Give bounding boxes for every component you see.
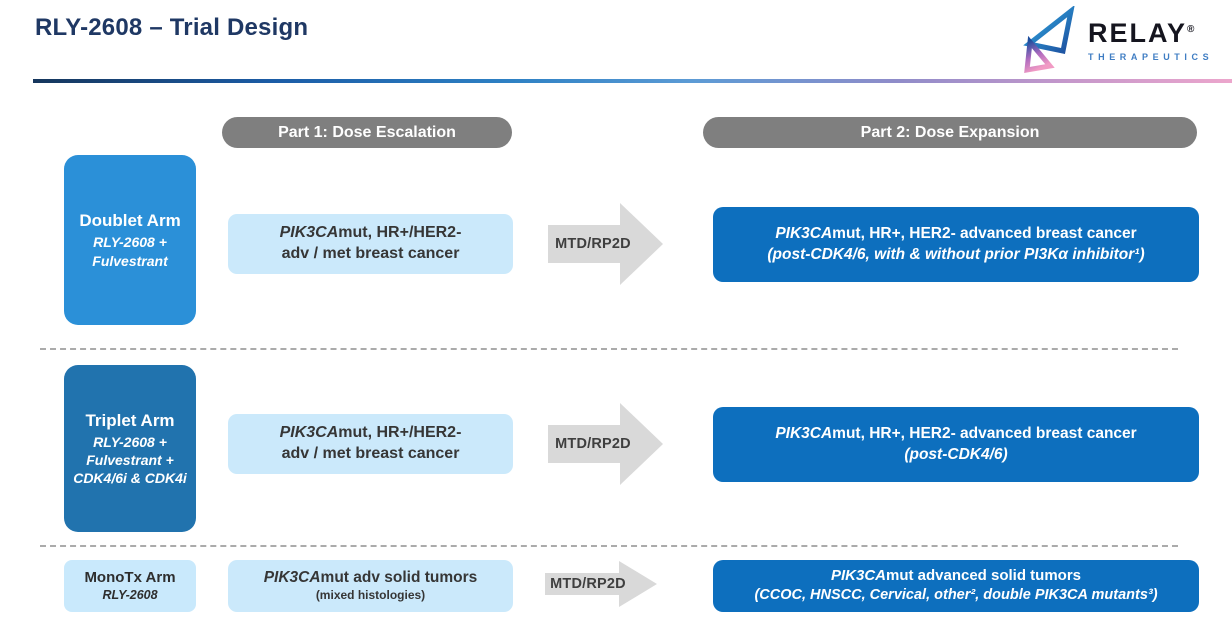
arm-box-monotx: MonoTx Arm RLY-2608	[64, 560, 196, 612]
arm-title: Doublet Arm	[79, 211, 181, 231]
registered-mark: ®	[1187, 24, 1195, 35]
expansion-line1: PIK3CAmut, HR+, HER2- advanced breast ca…	[775, 224, 1137, 242]
relay-logo-icon	[1023, 6, 1075, 74]
arm-subtitle: RLY-2608	[102, 588, 158, 603]
gradient-divider	[33, 79, 1232, 83]
expansion-box-triplet: PIK3CAmut, HR+, HER2- advanced breast ca…	[713, 407, 1199, 482]
right-arrow-icon	[545, 561, 657, 607]
right-arrow-icon	[548, 403, 663, 485]
expansion-line1: PIK3CAmut, HR+, HER2- advanced breast ca…	[775, 424, 1137, 442]
relay-logo: RELAY® THERAPEUTICS	[1012, 4, 1222, 74]
escalation-box-doublet: PIK3CAmut, HR+/HER2- adv / met breast ca…	[228, 214, 513, 274]
right-arrow-icon	[548, 203, 663, 285]
part2-dose-expansion-header: Part 2: Dose Expansion	[703, 117, 1197, 148]
expansion-line2: (CCOC, HNSCC, Cervical, other², double P…	[754, 586, 1158, 603]
expansion-box-doublet: PIK3CAmut, HR+, HER2- advanced breast ca…	[713, 207, 1199, 282]
page-title: RLY-2608 – Trial Design	[35, 14, 309, 41]
mtd-rp2d-arrow: MTD/RP2D	[548, 403, 663, 485]
dashed-separator	[40, 348, 1178, 350]
escalation-line1: PIK3CAmut, HR+/HER2-	[279, 424, 462, 442]
mtd-rp2d-arrow: MTD/RP2D	[545, 561, 657, 607]
relay-brand-name: RELAY®	[1088, 18, 1195, 48]
escalation-line2: adv / met breast cancer	[281, 245, 460, 262]
arm-subtitle: RLY-2608 + Fulvestrant	[92, 234, 168, 269]
arrow-label: MTD/RP2D	[550, 576, 626, 592]
part1-dose-escalation-header: Part 1: Dose Escalation	[222, 117, 512, 148]
expansion-line2: (post-CDK4/6, with & without prior PI3Kα…	[767, 246, 1145, 264]
expansion-line1: PIK3CAmut advanced solid tumors	[830, 567, 1082, 585]
arrow-label: MTD/RP2D	[555, 236, 631, 252]
escalation-line2: adv / met breast cancer	[281, 445, 460, 462]
mtd-rp2d-arrow: MTD/RP2D	[548, 203, 663, 285]
dashed-separator	[40, 545, 1178, 547]
arm-title: MonoTx Arm	[84, 568, 176, 586]
escalation-box-monotx: PIK3CAmut adv solid tumors (mixed histol…	[228, 560, 513, 612]
relay-brand-subtitle: THERAPEUTICS	[1088, 52, 1214, 62]
arm-box-doublet: Doublet Arm RLY-2608 + Fulvestrant	[64, 155, 196, 325]
escalation-line1: PIK3CAmut adv solid tumors	[263, 568, 478, 586]
expansion-box-monotx: PIK3CAmut advanced solid tumors (CCOC, H…	[713, 560, 1199, 612]
relay-logo-text: RELAY® THERAPEUTICS	[1088, 18, 1214, 63]
arm-box-triplet: Triplet Arm RLY-2608 + Fulvestrant + CDK…	[64, 365, 196, 532]
escalation-line1: PIK3CAmut, HR+/HER2-	[279, 224, 462, 242]
arm-subtitle: RLY-2608 + Fulvestrant + CDK4/6i & CDK4i	[73, 433, 187, 487]
escalation-line2: (mixed histologies)	[315, 587, 426, 602]
arrow-label: MTD/RP2D	[555, 436, 631, 452]
expansion-line2: (post-CDK4/6)	[904, 446, 1008, 464]
arm-title: Triplet Arm	[85, 410, 175, 430]
escalation-box-triplet: PIK3CAmut, HR+/HER2- adv / met breast ca…	[228, 414, 513, 474]
